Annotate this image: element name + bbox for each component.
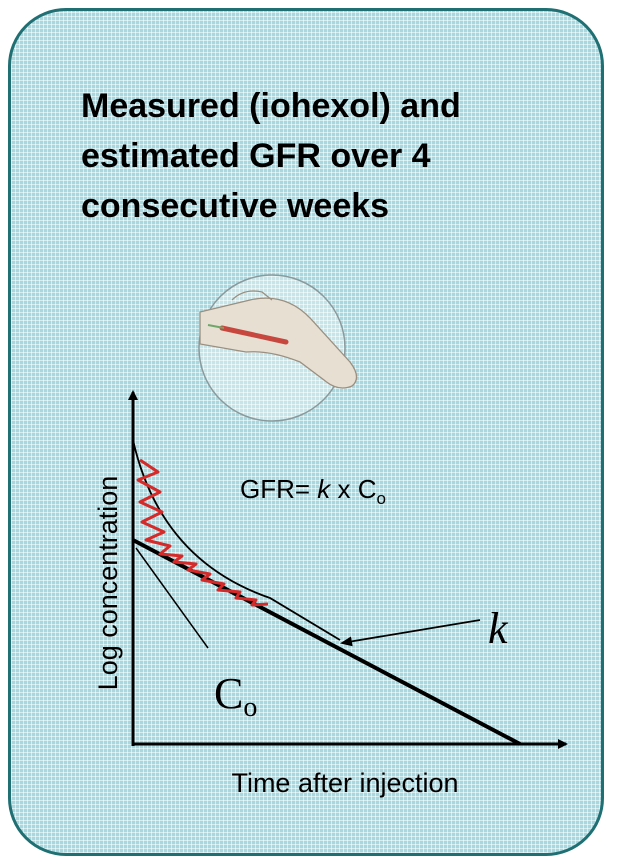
concentration-trace: [136, 458, 269, 607]
terminal-slope-line: [132, 538, 521, 746]
formula-subscript: o: [377, 489, 386, 508]
c0-subscript: o: [243, 692, 257, 723]
formula-prefix: GFR=: [240, 474, 317, 504]
formula-mid: x C: [330, 474, 376, 504]
gfr-formula: GFR= k x Co: [240, 474, 386, 508]
c0-label: Co: [214, 669, 257, 723]
title-line-1: Measured (iohexol) and: [81, 87, 461, 125]
k-label: k: [488, 604, 509, 653]
hand-outline: [231, 290, 273, 301]
formula-k: k: [317, 474, 332, 504]
info-panel: Measured (iohexol) and estimated GFR ove…: [8, 8, 604, 856]
arm-outline: [199, 297, 358, 389]
k-arrow: [340, 619, 481, 647]
y-axis-label: Log concentration: [93, 476, 123, 691]
x-axis-label: Time after injection: [231, 768, 458, 798]
injection-illustration: [198, 274, 358, 422]
panel-title: Measured (iohexol) and estimated GFR ove…: [81, 81, 581, 231]
syringe-icon: [219, 325, 289, 345]
title-line-2: estimated GFR over 4: [81, 137, 431, 175]
title-line-3: consecutive weeks: [81, 187, 390, 225]
c0-main: C: [214, 669, 243, 718]
needle-line: [207, 324, 225, 329]
c0-pointer: [135, 547, 209, 649]
concentration-curve: [132, 439, 341, 641]
